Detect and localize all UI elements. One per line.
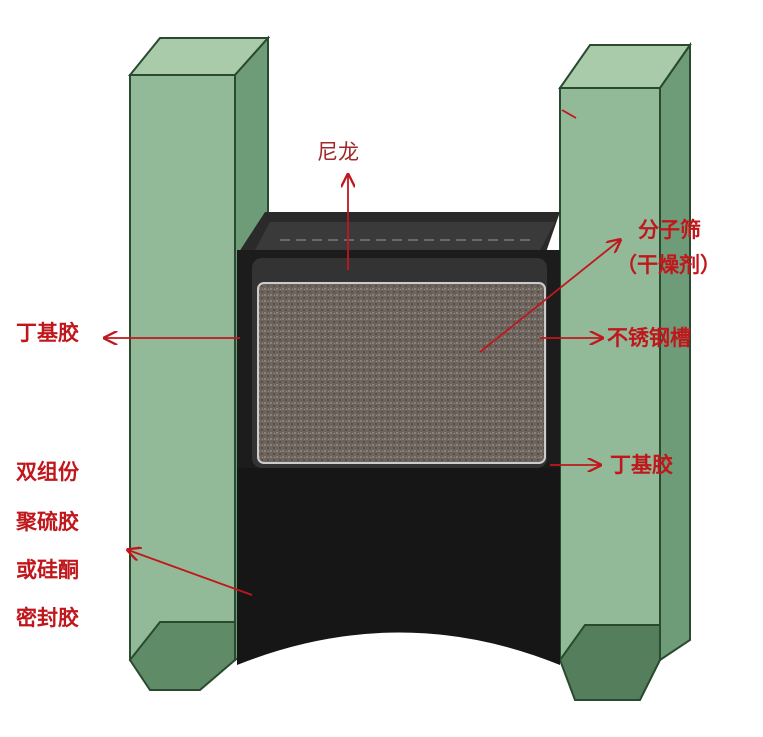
label-sealant-4: 密封胶 [16, 606, 79, 630]
label-sealant-2: 聚硫胶 [16, 510, 79, 534]
label-desiccant: （干燥剂） [616, 253, 721, 277]
right-glass-pane [558, 41, 692, 701]
label-stainless-channel: 不锈钢槽 [607, 326, 691, 350]
label-nylon: 尼龙 [317, 140, 359, 164]
label-butyl-right: 丁基胶 [610, 453, 673, 477]
label-butyl-left: 丁基胶 [16, 321, 79, 345]
molecular-sieve [257, 282, 546, 464]
label-sealant-3: 或硅酮 [16, 558, 79, 582]
spacer-assembly [237, 212, 560, 665]
label-sealant-1: 双组份 [16, 460, 79, 484]
sealant-layer [237, 468, 560, 665]
label-molecular-sieve: 分子筛 [638, 218, 701, 242]
leader-arrows [105, 109, 620, 596]
